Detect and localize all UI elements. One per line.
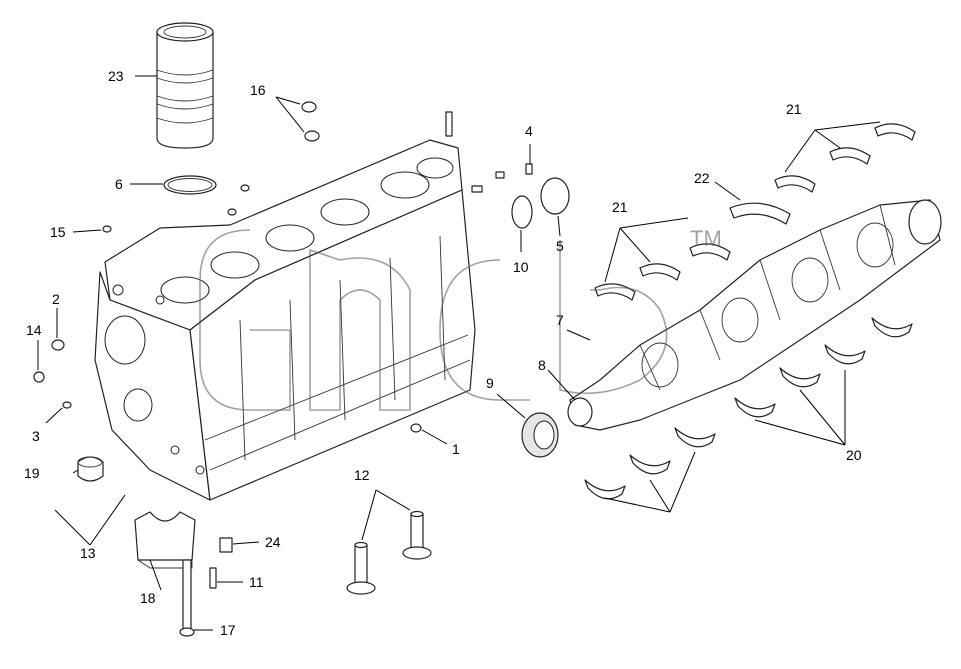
callout-7: 7 xyxy=(556,312,564,328)
callout-21-left: 21 xyxy=(612,199,628,215)
callout-20: 20 xyxy=(846,447,862,463)
crankshaft xyxy=(567,199,942,431)
callout-1: 1 xyxy=(452,441,460,457)
thrust-washers xyxy=(511,163,570,229)
callout-9: 9 xyxy=(486,375,494,391)
cylinder-liner xyxy=(156,22,214,149)
bearing-shells-upper xyxy=(594,123,916,301)
callout-11: 11 xyxy=(249,574,264,590)
watermark: TM xyxy=(199,226,722,411)
callout-24: 24 xyxy=(265,534,281,550)
small-parts-left xyxy=(33,225,422,482)
callout-4: 4 xyxy=(525,123,533,139)
o-ring xyxy=(163,175,217,195)
callout-12: 12 xyxy=(354,467,370,483)
callout-10: 10 xyxy=(513,259,529,275)
cylinder-block xyxy=(94,111,505,501)
callout-19: 19 xyxy=(24,465,40,481)
callout-23: 23 xyxy=(108,68,124,84)
callout-22: 22 xyxy=(694,170,710,186)
callout-labels: 23 6 16 15 2 14 3 19 13 18 17 11 24 12 1… xyxy=(24,68,862,638)
bearing-shells-lower xyxy=(584,317,913,500)
watermark-tm: TM xyxy=(690,226,722,251)
callout-3: 3 xyxy=(32,428,40,444)
callout-18: 18 xyxy=(140,590,156,606)
callout-17: 17 xyxy=(220,622,236,638)
leader-lines xyxy=(37,75,881,631)
bolts xyxy=(346,510,432,595)
crankshaft-gear xyxy=(521,412,559,458)
callout-2: 2 xyxy=(52,291,60,307)
callout-14: 14 xyxy=(26,322,42,338)
callout-6: 6 xyxy=(115,176,123,192)
main-bearing-cap xyxy=(134,511,233,637)
plugs xyxy=(301,101,320,142)
callout-5: 5 xyxy=(556,238,564,254)
callout-21-right: 21 xyxy=(786,101,802,117)
callout-16: 16 xyxy=(250,82,266,98)
callout-15: 15 xyxy=(50,224,66,240)
callout-13: 13 xyxy=(80,545,96,561)
callout-8: 8 xyxy=(538,357,546,373)
